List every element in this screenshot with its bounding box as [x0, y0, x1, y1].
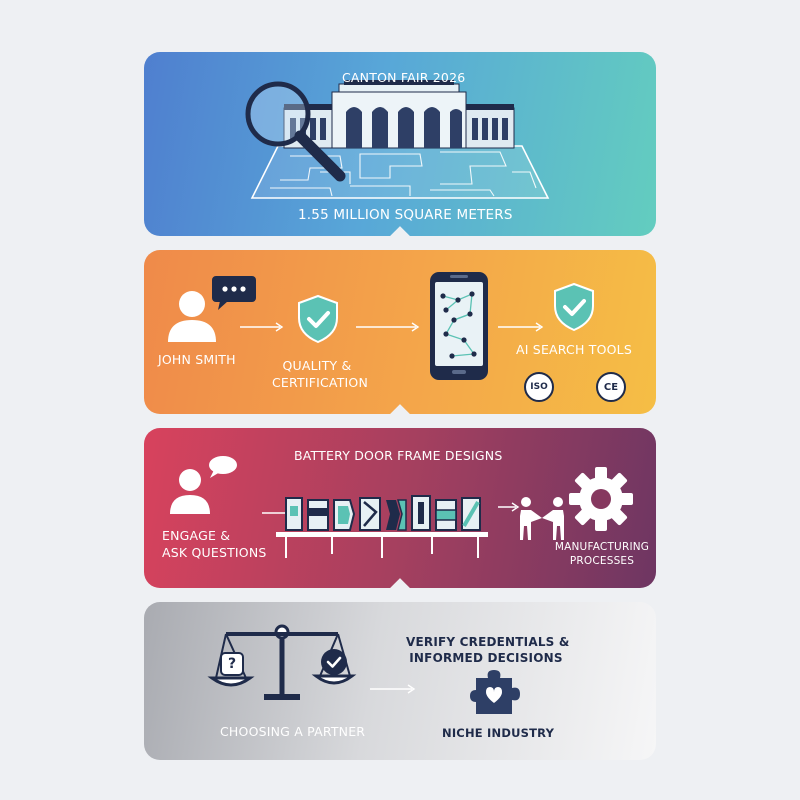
frame-design [333, 499, 356, 531]
panel-battery-door: BATTERY DOOR FRAME DESIGNS ENGAGE & ASK … [144, 428, 656, 588]
ce-badge: CE [596, 372, 626, 402]
magnifier-icon [245, 81, 346, 182]
person-label: JOHN SMITH [158, 352, 236, 367]
frame-design [307, 499, 329, 531]
panel-canton-fair: CANTON FAIR 2026 1.55 MILLION SQUARE MET… [144, 52, 656, 236]
person-icon [168, 291, 216, 342]
panel-title: BATTERY DOOR FRAME DESIGNS [294, 448, 503, 463]
panel-choosing-partner: ? CHOOSING A PARTNER VERIFY CREDENTIALS … [144, 602, 656, 760]
arrow-icon [498, 502, 520, 512]
check-circle-icon [321, 649, 347, 675]
frame-design [435, 499, 457, 531]
arrow-icon [370, 684, 416, 694]
puzzle-heart-icon [470, 670, 520, 714]
frame-design [461, 497, 481, 531]
verify-label: VERIFY CREDENTIALS & INFORMED DECISIONS [406, 635, 570, 666]
niche-label: NICHE INDUSTRY [442, 726, 555, 740]
engage-label: ENGAGE & ASK QUESTIONS [162, 528, 267, 560]
exhibition-hall-icon [283, 80, 515, 149]
iso-badge: ISO [524, 372, 554, 402]
speech-bubble-icon [209, 456, 237, 478]
shield-check-icon [298, 294, 338, 344]
frame-design [411, 495, 431, 531]
arrow-icon [356, 322, 420, 332]
arrow-icon [240, 322, 284, 332]
question-icon: ? [220, 652, 244, 676]
quality-label: QUALITY & CERTIFICATION [272, 358, 369, 390]
panel-title: CANTON FAIR 2026 [342, 70, 466, 85]
panel-subtitle: 1.55 MILLION SQUARE METERS [298, 207, 513, 223]
ai-search-label: AI SEARCH TOOLS [516, 342, 632, 357]
smartphone-map-icon [430, 272, 488, 380]
panel-quality: JOHN SMITH QUALITY & CERTIFICATION [144, 250, 656, 414]
frame-design [285, 497, 303, 531]
frame-design [386, 499, 407, 531]
chat-bubble-icon [212, 276, 256, 310]
partner-label: CHOOSING A PARTNER [220, 724, 366, 739]
arrow-icon [498, 322, 544, 332]
gear-icon [569, 467, 633, 531]
person-icon [170, 469, 210, 514]
frame-designs-table-icon [276, 495, 488, 558]
frame-design [359, 497, 381, 531]
handshake-people-icon [520, 497, 564, 540]
shield-check-icon [554, 282, 594, 332]
manufacturing-label: MANUFACTURING PROCESSES [554, 541, 650, 568]
